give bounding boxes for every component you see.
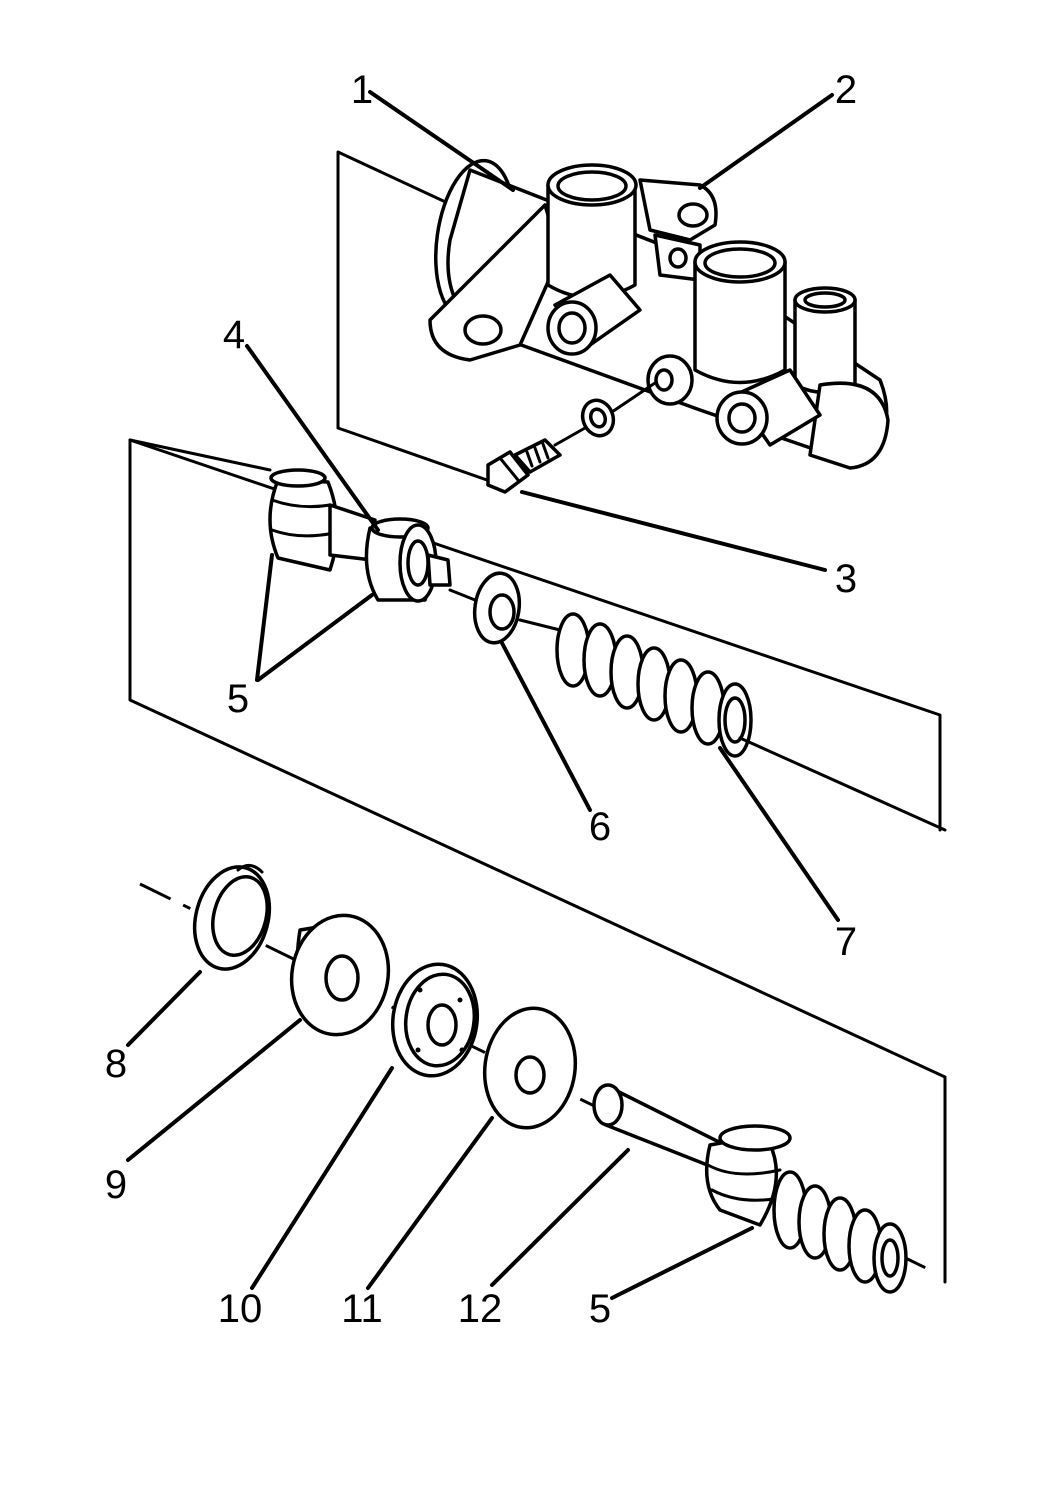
middle-bracket-frame bbox=[128, 438, 947, 1284]
callout-12: 12 bbox=[458, 1287, 503, 1331]
callout-2: 2 bbox=[835, 68, 857, 112]
primary-piston bbox=[592, 1083, 908, 1294]
stop-bolt-washer bbox=[580, 381, 657, 438]
callout-8: 8 bbox=[105, 1042, 127, 1086]
piston-guide bbox=[390, 962, 480, 1078]
callout-6: 6 bbox=[589, 805, 611, 849]
callouts: 1 2 3 4 5 6 7 8 9 10 11 12 5 bbox=[105, 68, 857, 1331]
seal-washer bbox=[482, 1006, 578, 1130]
callout-4: 4 bbox=[223, 313, 245, 357]
callout-7: 7 bbox=[835, 920, 857, 964]
callout-9: 9 bbox=[105, 1163, 127, 1207]
callout-10: 10 bbox=[218, 1287, 263, 1331]
spring-seat bbox=[448, 571, 562, 645]
return-spring bbox=[555, 612, 947, 832]
master-cylinder-body bbox=[428, 158, 890, 470]
callout-1: 1 bbox=[351, 68, 373, 112]
callout-11: 11 bbox=[341, 1287, 383, 1331]
upper-bracket-frame bbox=[336, 150, 512, 490]
retaining-ring bbox=[192, 864, 272, 971]
callout-3: 3 bbox=[835, 557, 857, 601]
stop-bolt bbox=[486, 426, 587, 494]
callout-5b: 5 bbox=[589, 1287, 611, 1331]
callout-5a: 5 bbox=[227, 677, 249, 721]
secondary-piston bbox=[128, 438, 452, 603]
seal-retainer bbox=[289, 913, 391, 1037]
leader-lines bbox=[126, 90, 840, 1300]
